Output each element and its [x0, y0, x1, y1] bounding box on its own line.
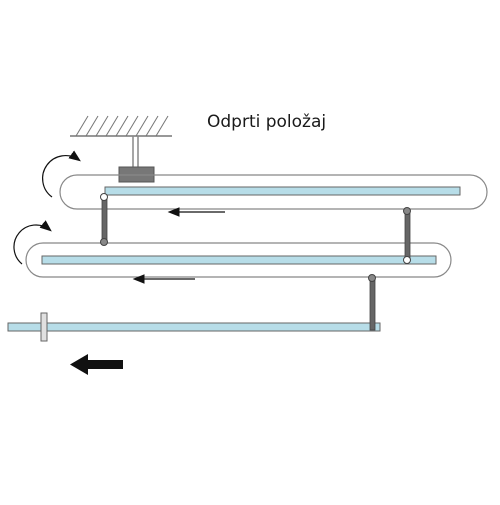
upper-rail — [104, 186, 461, 196]
ceiling-hatching — [75, 115, 169, 137]
bottom-bar — [7, 312, 381, 342]
upper-belt — [42, 150, 488, 217]
link-right-top-pin — [368, 274, 376, 282]
link-middle — [404, 210, 411, 262]
link-left — [101, 195, 108, 243]
bottom-rail — [7, 322, 381, 332]
lower-rotation-arrow — [13, 220, 52, 265]
upper-belt-outline — [59, 174, 488, 210]
lower-belt-outline — [25, 242, 452, 278]
link-left-top-pin — [100, 193, 108, 201]
linkages — [100, 193, 411, 331]
diagram-title: Odprti položaj — [207, 112, 327, 132]
ceiling-mount — [70, 115, 172, 183]
bottom-stopper — [40, 312, 48, 342]
left-arrow-icon — [70, 354, 123, 375]
link-left-bottom-pin — [100, 238, 108, 246]
link-middle-top-pin — [403, 207, 411, 215]
link-right — [369, 277, 376, 331]
link-middle-bottom-pin — [403, 256, 411, 264]
lower-rail — [41, 255, 437, 265]
upper-rotation-arrow — [42, 150, 81, 198]
lower-belt — [13, 220, 452, 284]
